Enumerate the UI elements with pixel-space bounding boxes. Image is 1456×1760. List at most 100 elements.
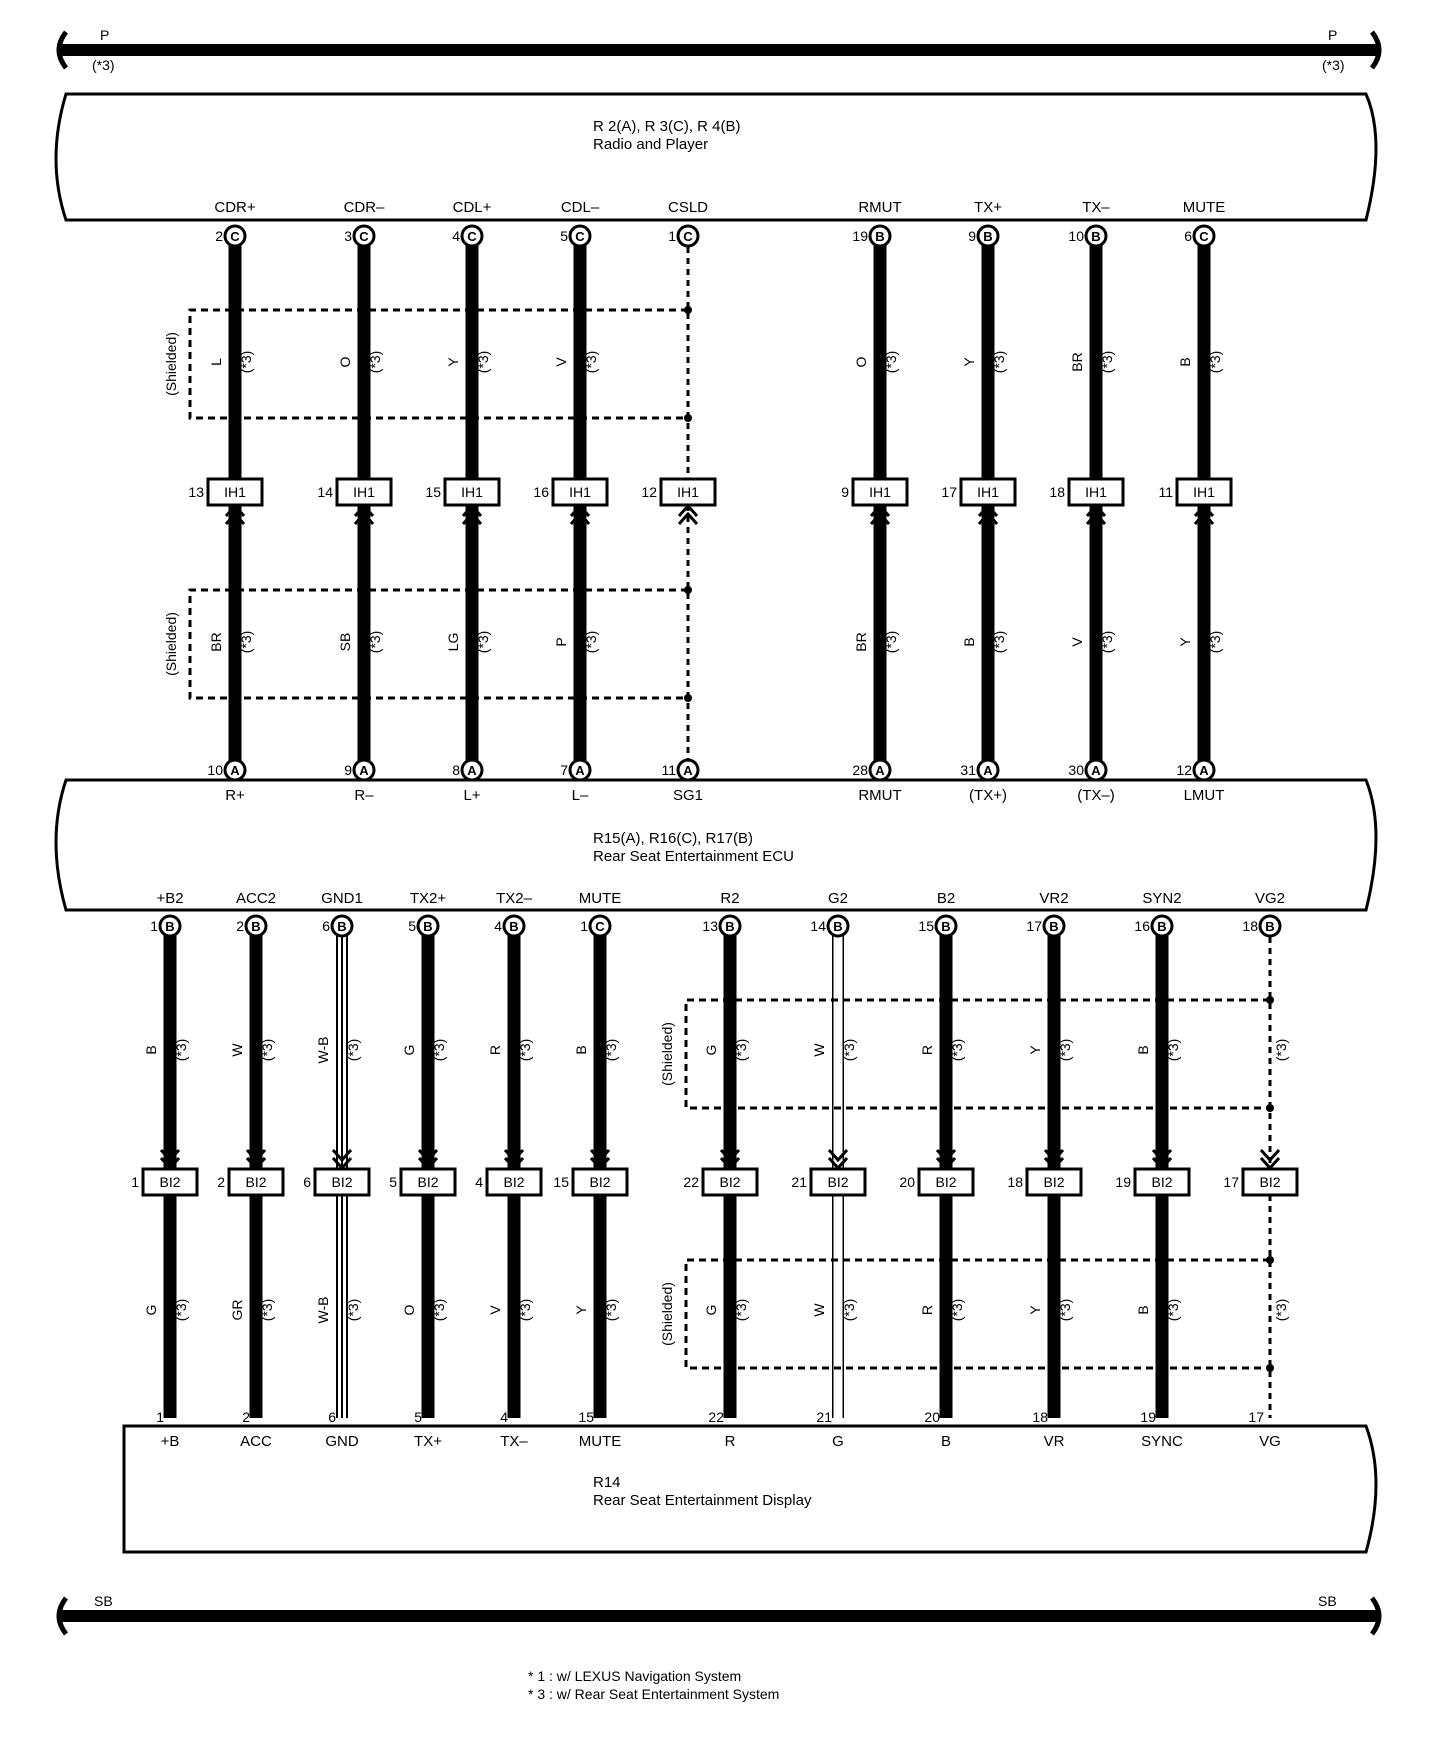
lower-wire-5-bottom-label: MUTE (579, 1433, 622, 1450)
lower-wire-9-junction-pin-number: 18 (1007, 1174, 1023, 1190)
upper-wire-0-color-a: L (208, 358, 224, 366)
lower-wire-10-top-conn: B (1157, 919, 1166, 934)
upper-wire-7-top-label: TX– (1082, 199, 1110, 216)
upper-wire-2-top-label: CDL+ (453, 199, 492, 216)
lower-wire-6-note-a: (*3) (733, 1039, 749, 1062)
lower-wire-0-bottom-label: +B (161, 1433, 180, 1450)
upper-wire-7-arrow (1085, 503, 1107, 526)
upper-wire-4-top-conn: C (683, 229, 693, 244)
upper-wire-1-top-pin (352, 224, 376, 248)
lower-wire-6-top-conn: B (725, 919, 734, 934)
lower-wire-7-bottom-label: G (832, 1433, 844, 1450)
upper-wire-3-bottom-label: L– (572, 787, 589, 804)
lower-wire-11-note-a: (*3) (1273, 1039, 1289, 1062)
upper-wire-2-bottom-label: L+ (463, 787, 480, 804)
upper-wire-3-bottom-pin (568, 758, 592, 782)
upper-wire-0-bottom-conn: A (230, 763, 240, 778)
lower-wire-0-top-pin-number: 1 (150, 918, 158, 934)
lower-wire-3-top-label: TX2+ (410, 890, 447, 907)
lower-wire-7-top-pin (826, 914, 850, 938)
upper-wire-6-color-a: Y (961, 357, 977, 367)
display-title: R14 (593, 1474, 621, 1491)
upper-wire-6-arrow (977, 503, 999, 526)
ecu-title: R15(A), R16(C), R17(B) (593, 830, 753, 847)
upper-wire-8-junction-box (1175, 477, 1233, 507)
upper-wire-2-junction-box (443, 477, 501, 507)
lower-wire-8-color-a: R (919, 1045, 935, 1055)
upper-wire-0-bottom-label: R+ (225, 787, 245, 804)
lower-wire-6-color-b: G (703, 1305, 719, 1316)
upper-wire-7-bottom-conn: A (1091, 763, 1101, 778)
upper-wire-6-color-b: B (961, 637, 977, 646)
lower-wire-8-top-label: B2 (937, 890, 955, 907)
lower-wire-4-bottom-label: TX– (500, 1433, 528, 1450)
upper-shield-a-dot-top (684, 306, 692, 314)
lower-wire-7-bottom-pin: 21 (816, 1409, 832, 1425)
upper-wire-1-note-a: (*3) (367, 351, 383, 374)
upper-wire-6-top-pin (976, 224, 1000, 248)
lower-wire-4-color-a: R (487, 1045, 503, 1055)
upper-wire-6-junction-label: IH1 (977, 484, 999, 500)
upper-wire-5-arrow (869, 503, 891, 526)
lower-wire-5-junction-pin-number: 15 (553, 1174, 569, 1190)
lower-wire-10-top-label: SYN2 (1142, 890, 1181, 907)
upper-wire-5-color-a: O (853, 356, 869, 367)
upper-wire-7-top-pin-number: 10 (1068, 228, 1084, 244)
upper-wire-7-junction-label: IH1 (1085, 484, 1107, 500)
upper-wire-4-junction-pin-number: 12 (641, 484, 657, 500)
upper-wire-8-junction-pin-number: 11 (1158, 484, 1173, 500)
lower-wire-11-junction-box (1241, 1167, 1299, 1197)
upper-wire-7-note-b: (*3) (1099, 631, 1115, 654)
lower-wire-8-top-pin (934, 914, 958, 938)
lower-wire-0-top-conn: B (165, 919, 174, 934)
lower-wire-0-color-a: B (143, 1045, 159, 1054)
upper-wire-8-top-label: MUTE (1183, 199, 1226, 216)
lower-wire-11-bottom-label: VG (1259, 1433, 1281, 1450)
lower-wire-2-bottom-label: GND (325, 1433, 359, 1450)
lower-wire-9-top-label: VR2 (1039, 890, 1068, 907)
lower-wire-3-bottom-label: TX+ (414, 1433, 442, 1450)
upper-wire-1-bottom-label: R– (354, 787, 374, 804)
upper-wire-3-color-b: P (553, 637, 569, 646)
upper-shield-b-dot-top (684, 586, 692, 594)
upper-wire-3-note-a: (*3) (583, 351, 599, 374)
upper-wire-5-note-a: (*3) (883, 351, 899, 374)
lower-wire-11-top-conn: B (1265, 919, 1274, 934)
lower-wire-5-junction-label: BI2 (589, 1174, 610, 1190)
upper-wire-6-note-b: (*3) (991, 631, 1007, 654)
lower-wire-6-junction-box (701, 1167, 759, 1197)
upper-wire-2-note-b: (*3) (475, 631, 491, 654)
lower-wire-5-color-b: Y (573, 1305, 589, 1315)
upper-wire-0-junction-pin-number: 13 (188, 484, 204, 500)
upper-wire-3-top-pin (568, 224, 592, 248)
upper-wire-0-note-b: (*3) (238, 631, 254, 654)
lower-wire-10-bottom-label: SYNC (1141, 1433, 1183, 1450)
lower-wire-8-junction-label: BI2 (935, 1174, 956, 1190)
lower-shield-b (684, 1258, 1270, 1370)
lower-wire-8-note-b: (*3) (949, 1299, 965, 1322)
upper-wire-3-bottom-conn: A (575, 763, 585, 778)
upper-wire-8-note-a: (*3) (1207, 351, 1223, 374)
lower-wire-2-note-b: (*3) (345, 1299, 361, 1322)
lower-wire-2-top-pin-number: 6 (322, 918, 330, 934)
upper-wire-8-top-pin (1192, 224, 1216, 248)
lower-wire-2-junction-label: BI2 (331, 1174, 352, 1190)
upper-wire-0-top-label: CDR+ (214, 199, 255, 216)
upper-wire-3-top-label: CDL– (561, 199, 600, 216)
bus-sb-label-left: SB (94, 1593, 113, 1609)
lower-wire-6-junction-label: BI2 (719, 1174, 740, 1190)
lower-wire-6-note-b: (*3) (733, 1299, 749, 1322)
bus-p-label-right: P (1328, 27, 1337, 43)
lower-wire-1-junction-box (227, 1167, 285, 1197)
lower-shield-a-dot-bottom (1266, 1104, 1274, 1112)
lower-wire-10-note-a: (*3) (1165, 1039, 1181, 1062)
upper-wire-5-junction-pin-number: 9 (841, 484, 849, 500)
lower-wire-0-note-a: (*3) (173, 1039, 189, 1062)
lower-wire-4-top-pin-number: 4 (494, 918, 502, 934)
upper-wire-2-top-pin (460, 224, 484, 248)
lower-wire-1-note-a: (*3) (259, 1039, 275, 1062)
upper-wire-2-bottom-conn: A (467, 763, 477, 778)
lower-wire-6-junction-pin-number: 22 (683, 1174, 699, 1190)
lower-wire-5-junction-box (571, 1167, 629, 1197)
